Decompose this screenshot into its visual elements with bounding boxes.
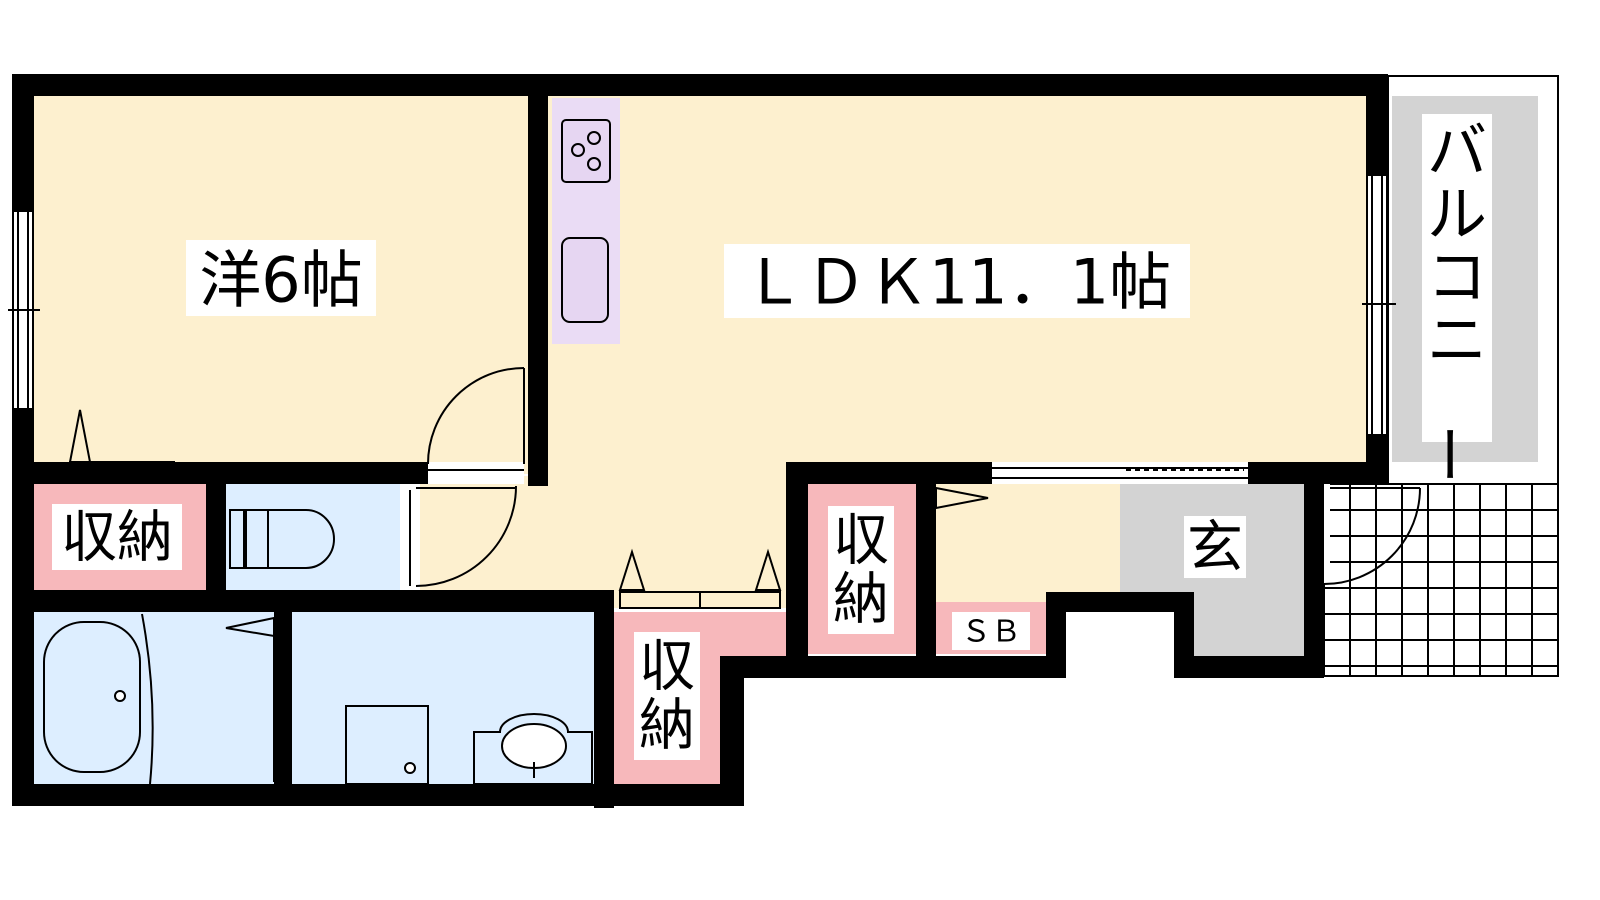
kitchen-sink-icon bbox=[561, 237, 609, 323]
balcony-outline bbox=[1387, 75, 1559, 485]
hallway-floor bbox=[398, 476, 798, 608]
porch-tiles bbox=[1323, 483, 1559, 677]
walls bbox=[12, 74, 1388, 808]
western-room-label: 洋6帖 bbox=[199, 244, 362, 317]
bathtub-icon bbox=[43, 613, 154, 785]
entrance-label: 玄 bbox=[1187, 516, 1243, 581]
toilet-icon bbox=[229, 509, 335, 569]
washing-machine-icon bbox=[345, 705, 429, 785]
storage-left-label: 収納 bbox=[61, 506, 173, 571]
fixtures bbox=[43, 119, 611, 785]
storage-right-label: 収納 bbox=[833, 508, 889, 632]
stove-icon bbox=[561, 119, 611, 183]
balcony-label: バルコニー bbox=[1412, 117, 1487, 484]
shoe-box-label: ＳＢ bbox=[961, 615, 1021, 650]
entry-hall-floor bbox=[936, 482, 1126, 602]
washbasin-icon bbox=[473, 713, 593, 785]
doors bbox=[68, 367, 1421, 782]
ldk-label: ＬＤＫ11．1帖 bbox=[743, 246, 1171, 319]
room-labels: 洋6帖 ＬＤＫ11．1帖 バルコニー 収納 収納 収納 玄 ＳＢ bbox=[52, 114, 1492, 760]
room-fills bbox=[32, 96, 1538, 784]
storage-center-label: 収納 bbox=[639, 634, 695, 758]
windows bbox=[8, 176, 1396, 484]
